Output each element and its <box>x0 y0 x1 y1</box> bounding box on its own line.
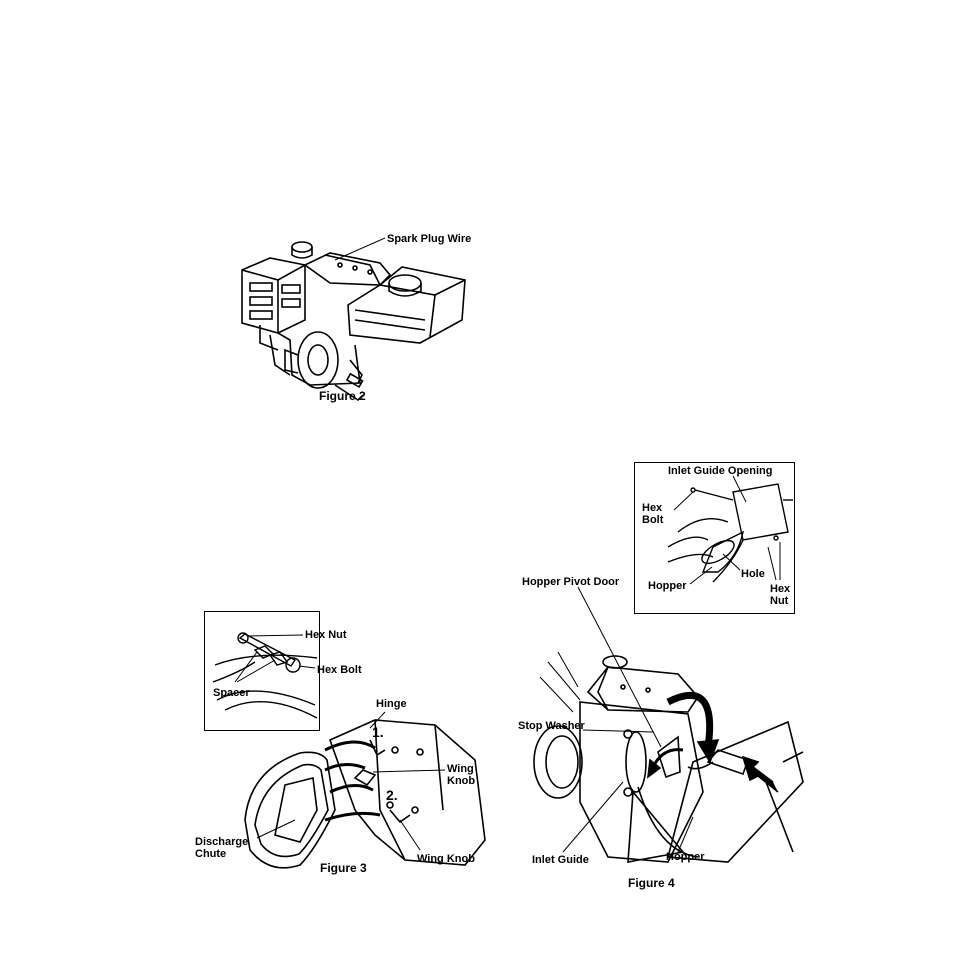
leader-wing-knob-1 <box>373 770 445 772</box>
leader-hopper <box>678 817 693 852</box>
label-inlet-guide: Inlet Guide <box>532 854 589 866</box>
label-hex-nut: Hex Nut <box>305 629 347 641</box>
leader-wing-knob-2 <box>400 820 420 850</box>
figure-2-caption: Figure 2 <box>319 389 366 403</box>
label-stop-washer: Stop Washer <box>518 720 585 732</box>
step-1-marker: 1. <box>372 724 384 740</box>
leader-inset-hex-bolt <box>299 666 315 668</box>
figure-3-caption: Figure 3 <box>320 861 367 875</box>
figure-2: Spark Plug Wire Figure 2 <box>230 225 480 410</box>
label-spark-plug-wire: Spark Plug Wire <box>387 233 471 245</box>
label-wing-knob-1: Wing Knob <box>447 763 487 787</box>
figure-4: Inlet Guide Opening Hex Bolt Hopper Hole… <box>518 462 808 897</box>
label-inset-hex-nut: Hex Nut <box>770 583 792 607</box>
label-hinge: Hinge <box>376 698 407 710</box>
label-spacer: Spacer <box>213 687 250 699</box>
label-hopper-pivot-door: Hopper Pivot Door <box>522 576 619 588</box>
label-hole: Hole <box>741 568 765 580</box>
figure-3: Hex Nut Hex Bolt Spacer Hinge 1. Wing Kn… <box>195 610 495 880</box>
label-inset-hopper: Hopper <box>648 580 687 592</box>
leader-inset-hopper <box>690 567 712 584</box>
leader-spark-plug-wire <box>335 238 385 260</box>
label-hex-bolt: Hex Bolt <box>317 664 362 676</box>
label-hopper: Hopper <box>666 851 705 863</box>
leader-stop-washer <box>583 730 653 732</box>
leader-inset-hex-nut-a <box>768 547 776 580</box>
leader-inlet-guide <box>563 782 623 852</box>
label-discharge-chute: Discharge Chute <box>195 836 247 860</box>
hopper-installation-illustration <box>518 462 808 897</box>
label-inlet-guide-opening: Inlet Guide Opening <box>668 465 773 477</box>
step-2-marker: 2. <box>386 787 398 803</box>
figure-4-caption: Figure 4 <box>628 876 675 890</box>
engine-illustration <box>230 225 480 410</box>
label-inset-hex-bolt: Hex Bolt <box>642 502 670 526</box>
leader-inset-hex-nut <box>247 635 303 636</box>
label-wing-knob-2: Wing Knob <box>417 853 475 865</box>
leader-spacer-a <box>235 652 257 682</box>
leader-hopper-pivot-door <box>578 587 661 747</box>
leader-inset-hex-bolt <box>674 492 693 510</box>
